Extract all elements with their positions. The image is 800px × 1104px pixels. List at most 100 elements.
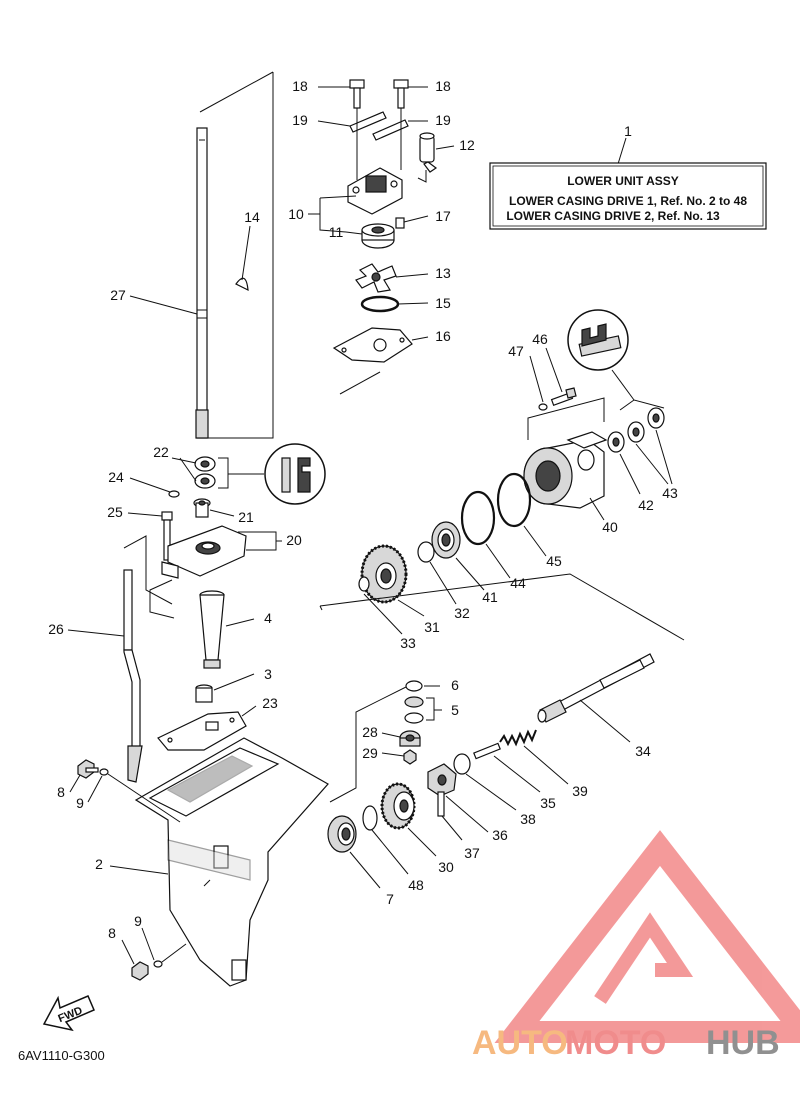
leader-line <box>69 774 81 793</box>
woodruff-key <box>235 277 249 292</box>
leader-line <box>129 477 171 493</box>
label-44: 44 <box>510 575 526 591</box>
leader-line <box>371 829 409 875</box>
shift-bracket-line <box>123 535 173 605</box>
label-17: 17 <box>435 208 451 224</box>
plate-19-left <box>349 111 387 133</box>
leader-line <box>209 509 235 517</box>
bolt-guide-lower <box>161 943 187 963</box>
label-32: 32 <box>454 605 470 621</box>
leader-line <box>225 618 255 627</box>
label-19-right: 19 <box>435 112 451 128</box>
seal-17 <box>395 217 405 229</box>
label-5: 5 <box>451 702 459 718</box>
label-25: 25 <box>107 504 123 520</box>
pin-37 <box>437 791 445 817</box>
gasket-23 <box>157 711 247 751</box>
bolt-18-left <box>349 79 365 109</box>
nut-29 <box>403 749 417 765</box>
water-tube <box>419 132 438 173</box>
plate-19-right <box>372 119 409 141</box>
leader-line <box>655 429 673 485</box>
leader-line <box>345 231 363 235</box>
watermark-brand-text: AUTO MOTO HUB <box>472 1024 780 1062</box>
bolt-8-upper <box>77 759 99 779</box>
leader-line <box>395 273 429 278</box>
label-6: 6 <box>451 677 459 693</box>
label-19-left: 19 <box>292 112 308 128</box>
oil-seal-43b-inner <box>632 427 640 437</box>
leader-line <box>241 225 251 281</box>
leader-line <box>363 593 403 635</box>
seal-detail-circle-right <box>567 309 629 371</box>
label-47: 47 <box>508 343 524 359</box>
o-ring-45 <box>496 472 532 528</box>
label-46: 46 <box>532 331 548 347</box>
o-ring-15 <box>360 295 400 313</box>
label-10: 10 <box>288 206 304 222</box>
group-bracket-side <box>200 72 274 439</box>
label-14: 14 <box>244 209 260 225</box>
pinion-28 <box>399 730 421 747</box>
shim-32 <box>417 541 435 563</box>
leader-line <box>579 699 631 743</box>
label-2: 2 <box>95 856 103 872</box>
label-12: 12 <box>459 137 475 153</box>
gear-group-bracket <box>319 573 685 641</box>
label-8-upper: 8 <box>57 784 65 800</box>
label-34: 34 <box>635 743 651 759</box>
shim-6 <box>405 680 423 692</box>
label-24: 24 <box>108 469 124 485</box>
drive-shaft <box>195 127 209 439</box>
label-18-left: 18 <box>292 78 308 94</box>
label-31: 31 <box>424 619 440 635</box>
leader-line <box>179 457 197 482</box>
shift-bracket-line-2 <box>149 579 175 619</box>
bracket-43-top <box>619 399 665 411</box>
bearing-22-lower <box>194 473 216 489</box>
bolt-46 <box>550 387 577 407</box>
diagram-code: 6AV1110-G300 <box>18 1048 105 1063</box>
leader-line <box>589 497 605 521</box>
bearing-42-inner <box>612 437 620 447</box>
leader-line <box>67 629 125 637</box>
outer-plate-cartridge <box>332 327 413 363</box>
leader-line <box>619 453 641 495</box>
forward-gear-30 <box>380 782 416 830</box>
label-23: 23 <box>262 695 278 711</box>
washer-9-upper <box>99 768 109 776</box>
leader-line <box>141 927 155 961</box>
assembly-reference-box: 1 LOWER UNIT ASSY LOWER CASING DRIVE 1, … <box>489 123 767 230</box>
propeller-shaft-housing <box>523 431 608 509</box>
leader-line <box>381 752 405 757</box>
leader-line <box>429 561 457 605</box>
washer-24 <box>168 490 180 498</box>
dog-clutch-36 <box>427 763 457 797</box>
leader-line <box>529 355 544 403</box>
label-37: 37 <box>464 845 480 861</box>
label-42: 42 <box>638 497 654 513</box>
reverse-gear-31 <box>360 544 408 604</box>
leader-line <box>523 745 569 785</box>
label-3: 3 <box>264 666 272 682</box>
label-48: 48 <box>408 877 424 893</box>
label-29: 29 <box>362 745 378 761</box>
gear-group-bracket-end <box>319 605 323 611</box>
leader-line <box>407 827 437 857</box>
bolt-8-lower <box>131 961 149 981</box>
bolt-25 <box>161 511 173 561</box>
casing-detail-line <box>203 879 211 887</box>
seal-detail-circle <box>264 443 326 505</box>
leader-line <box>213 673 255 691</box>
label-33: 33 <box>400 635 416 651</box>
bearing-22-upper <box>194 456 216 472</box>
spring-39 <box>499 729 537 747</box>
label-15: 15 <box>435 295 451 311</box>
leader-line <box>441 815 463 841</box>
leader-line <box>485 543 511 579</box>
tube-guide <box>417 170 427 183</box>
leader-line <box>617 137 627 165</box>
shim-48 <box>362 805 378 831</box>
label-41: 41 <box>482 589 498 605</box>
